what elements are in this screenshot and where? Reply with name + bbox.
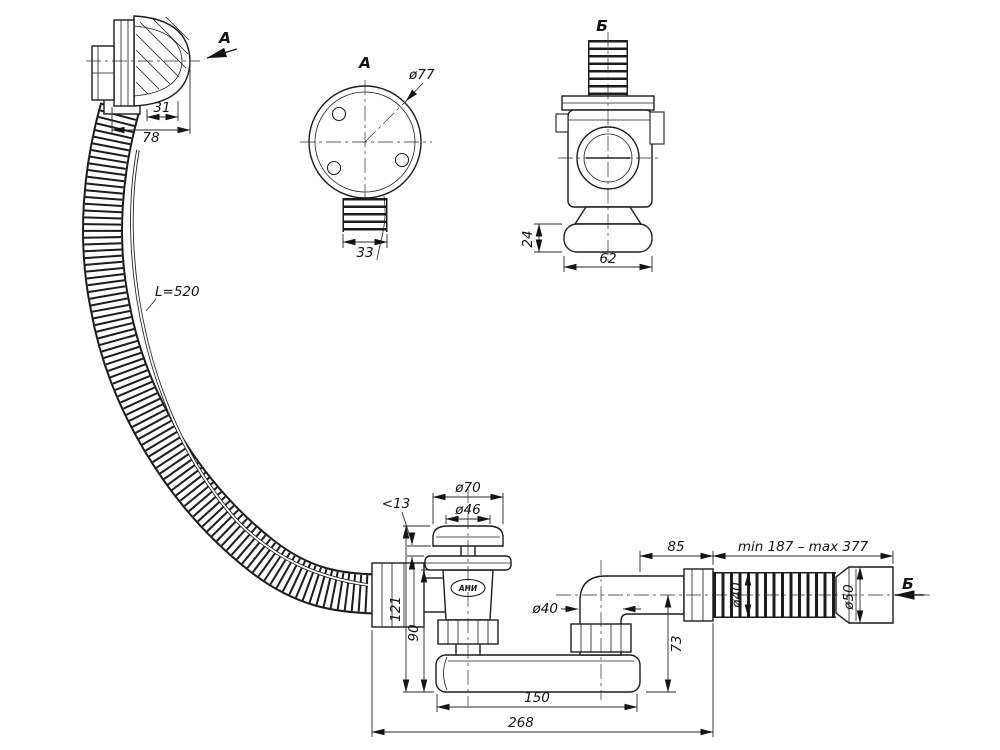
brand-logo: АНИ xyxy=(458,584,478,593)
dim-cap-depth-label: 31 xyxy=(153,100,170,116)
dim-elbow-drop-label: 73 xyxy=(669,635,685,652)
dim-flex-diameter-label: ø40 xyxy=(729,582,745,608)
dim-flex-diameter: ø40 xyxy=(729,572,752,618)
dim-height-body-label: 90 xyxy=(406,624,422,641)
dim-cap-width-label: 78 xyxy=(142,130,159,146)
dim-tee-cuff-height: 24 xyxy=(520,223,562,253)
dim-total-length-label: 268 xyxy=(508,715,534,731)
dim-cuff-diameter-label: ø50 xyxy=(841,584,857,610)
view-b: Б xyxy=(555,17,665,262)
hose-length-label: L=520 xyxy=(155,284,200,300)
dim-outlet-length: 85 xyxy=(639,539,714,572)
dim-elbow-drop: 73 xyxy=(646,594,685,693)
view-a-direction-arrow: А xyxy=(206,29,238,59)
dim-tee-cuff-width-label: 62 xyxy=(599,251,616,267)
dim-tee-cuff-height-label: 24 xyxy=(520,230,536,247)
view-b-direction-arrow: Б xyxy=(894,575,924,600)
dim-drain-cap-outer: ø70 xyxy=(432,480,504,524)
dim-cap-width: 78 xyxy=(111,62,191,146)
dim-knob-diameter-label: ø77 xyxy=(408,67,435,83)
dim-trap-length: 150 xyxy=(436,690,638,712)
view-a: А xyxy=(300,54,432,261)
dim-height-total: 121 xyxy=(388,525,434,693)
view-b-arrow-label: Б xyxy=(902,575,914,593)
dim-cap-depth: 31 xyxy=(146,100,179,121)
dim-cap-lift-label: <13 xyxy=(382,496,411,512)
dim-stub-width: 33 xyxy=(342,234,388,261)
dim-drain-cap-outer-label: ø70 xyxy=(454,480,480,496)
center-lines xyxy=(467,488,930,706)
dim-height-body: 90 xyxy=(406,569,441,693)
dim-stub-width-label: 33 xyxy=(356,245,373,261)
control-cable xyxy=(130,149,369,587)
dim-drain-cap-inner-label: ø46 xyxy=(454,502,480,518)
hose-length-callout: L=520 xyxy=(145,284,200,312)
dim-flex-range-label: min 187 – max 377 xyxy=(738,539,869,555)
dim-drain-cap-inner: ø46 xyxy=(445,502,491,524)
dim-cap-lift: <13 xyxy=(382,496,431,570)
dim-total-length: 268 xyxy=(371,623,714,737)
dim-outlet-length-label: 85 xyxy=(667,539,684,555)
dim-riser-diameter: ø40 xyxy=(532,601,641,617)
view-b-title: Б xyxy=(596,17,608,35)
dim-riser-diameter-label: ø40 xyxy=(532,601,558,617)
corrugated-hose xyxy=(82,102,377,615)
dim-trap-length-label: 150 xyxy=(524,690,550,706)
dim-knob-diameter: ø77 xyxy=(405,67,435,102)
dim-cuff-diameter: ø50 xyxy=(841,566,864,624)
view-a-title: А xyxy=(358,54,371,72)
dim-height-total-label: 121 xyxy=(388,596,404,622)
dim-tee-cuff-width: 62 xyxy=(563,251,653,272)
overflow-cap-side-view xyxy=(86,15,200,115)
dim-flex-range: min 187 – max 377 xyxy=(712,539,894,564)
view-a-arrow-label: А xyxy=(218,29,231,47)
